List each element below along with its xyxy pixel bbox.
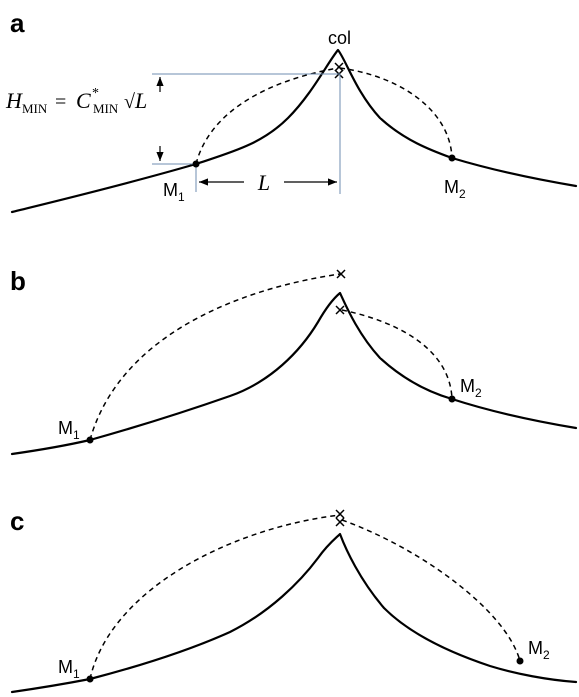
- formula-sqrt: √: [124, 91, 135, 113]
- formula-h: H: [5, 88, 23, 113]
- label-m2-a: M 2: [444, 177, 466, 201]
- point-m1-b: [86, 436, 94, 444]
- col-label: col: [328, 28, 351, 48]
- point-m2-b: [448, 395, 456, 403]
- dashed-arc-b-right: [341, 309, 453, 400]
- svg-text:2: 2: [543, 648, 550, 662]
- svg-text:M: M: [58, 418, 73, 438]
- cross-mark-b-lower: [335, 305, 345, 315]
- svg-text:2: 2: [459, 187, 466, 201]
- panel-label-b: b: [10, 266, 26, 296]
- svg-text:1: 1: [178, 190, 185, 204]
- formula-c: C: [76, 88, 91, 113]
- formula-l: L: [134, 88, 147, 113]
- label-m1-a: M 1: [163, 180, 185, 204]
- terrain-profile-b: [10, 291, 578, 456]
- point-m2-c: [516, 657, 524, 665]
- formula-c-superscript: *: [92, 86, 99, 101]
- cross-mark-c-lower: [335, 517, 345, 527]
- label-m1-b: M 1: [58, 418, 80, 442]
- dashed-arc-c-left: [89, 514, 341, 680]
- svg-text:M: M: [444, 177, 459, 197]
- dashed-arc-b-left: [89, 273, 341, 441]
- svg-text:1: 1: [73, 428, 80, 442]
- label-m1-c: M 1: [58, 657, 80, 681]
- cross-mark-a-upper: [334, 62, 344, 72]
- panel-a: a L H MIN = C * MIN: [5, 8, 578, 214]
- cross-mark-b-upper: [336, 269, 346, 279]
- svg-text:1: 1: [73, 667, 80, 681]
- formula-equals: =: [55, 91, 66, 113]
- length-label: L: [257, 170, 270, 195]
- panel-label-c: c: [10, 506, 24, 536]
- svg-text:M: M: [163, 180, 178, 200]
- terrain-profile-c: [10, 532, 578, 694]
- panel-c: c M 1 M 2: [10, 506, 578, 694]
- dashed-arc-a-left: [195, 67, 339, 165]
- formula-c-subscript: MIN: [93, 101, 119, 116]
- dashed-arc-c-right: [341, 519, 521, 662]
- cross-mark-c-upper: [335, 509, 345, 519]
- svg-text:M: M: [528, 638, 543, 658]
- formula-h-subscript: MIN: [22, 101, 48, 116]
- point-m1-c: [86, 675, 94, 683]
- svg-text:M: M: [460, 376, 475, 396]
- label-m2-b: M 2: [460, 376, 482, 400]
- point-m1-a: [192, 160, 200, 168]
- dashed-arc-a-right: [339, 67, 453, 159]
- point-m2-a: [448, 154, 456, 162]
- prominence-formula: H MIN = C * MIN √ L: [5, 86, 147, 116]
- label-m2-c: M 2: [528, 638, 550, 662]
- panel-label-a: a: [10, 8, 25, 38]
- svg-text:M: M: [58, 657, 73, 677]
- svg-text:2: 2: [475, 386, 482, 400]
- panel-b: b M 1 M 2: [10, 266, 578, 456]
